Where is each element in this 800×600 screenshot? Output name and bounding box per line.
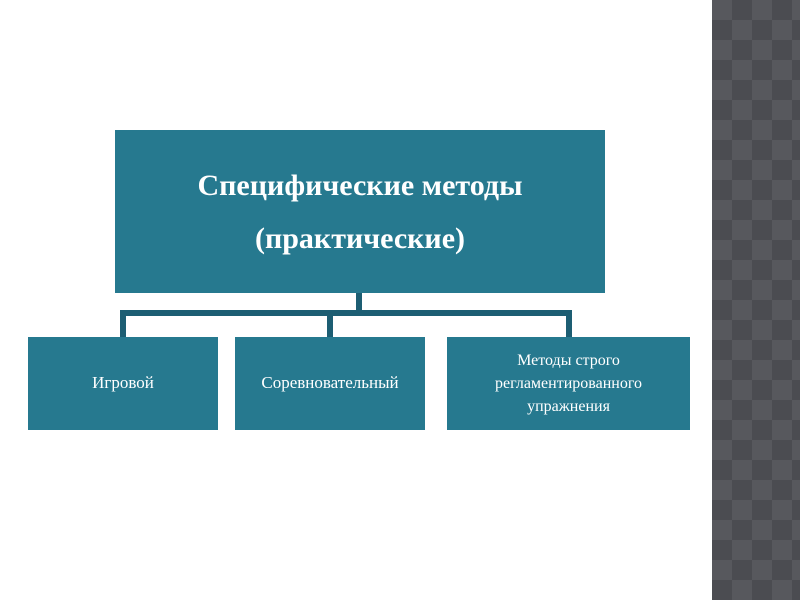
root-title-line-1: Специфические методы — [197, 168, 523, 202]
connector-stem — [356, 293, 362, 313]
connector-drop-middle — [327, 310, 333, 337]
connector-drop-left — [120, 310, 126, 337]
child-label: Соревновательный — [261, 373, 399, 393]
diagram-root-box: Специфические методы (практические) — [115, 130, 605, 293]
connector-horizontal — [120, 310, 572, 316]
diagram-child-box-strogo-reglamentirovannogo: Методы строго регламентированного упражн… — [447, 337, 690, 430]
diagram-child-box-sorevnovatelny: Соревновательный — [235, 337, 425, 430]
connector-drop-right — [566, 310, 572, 337]
diagram-child-box-igrovoy: Игровой — [28, 337, 218, 430]
child-label: Методы строго регламентированного упражн… — [494, 351, 642, 416]
child-label: Игровой — [92, 373, 154, 393]
diamond-pattern-sidebar — [712, 0, 800, 600]
root-title-line-2: (практические) — [254, 221, 466, 255]
